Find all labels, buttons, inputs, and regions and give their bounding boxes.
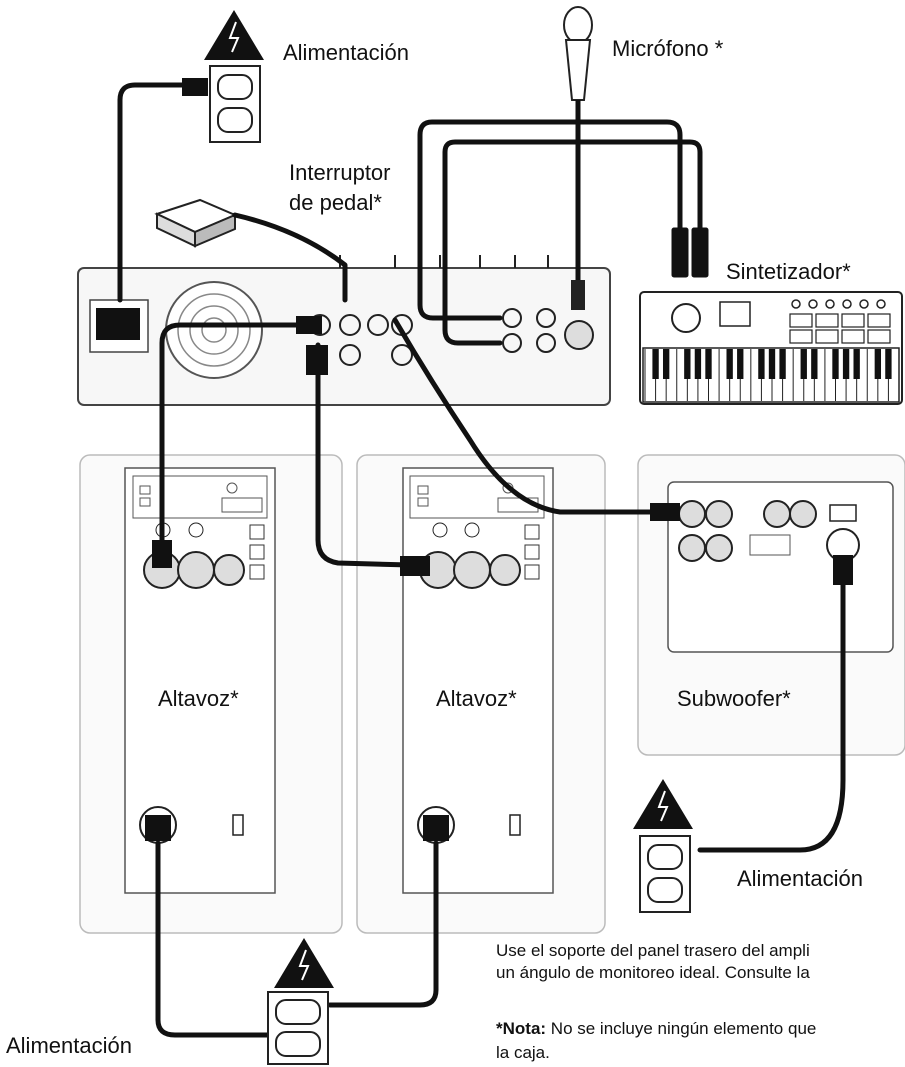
synth-black-key (832, 349, 839, 379)
label-subwoofer: Subwoofer* (677, 686, 791, 711)
synth-pad (867, 329, 891, 344)
synth-black-key (800, 349, 807, 379)
label-speaker-right: Altavoz* (436, 686, 517, 711)
synth-black-key (768, 349, 776, 379)
nota-bold: *Nota: (496, 1019, 547, 1038)
label-microphone: Micrófono * (612, 36, 724, 61)
label-synth: Sintetizador* (726, 259, 851, 284)
synth-pad (841, 329, 865, 344)
synth-black-key (705, 349, 712, 379)
synth-black-key (726, 349, 733, 379)
synth-pad (789, 329, 813, 344)
synth-knob (808, 299, 818, 309)
power-outlet-subwoofer (633, 779, 693, 913)
nota-line1: *Nota: No se incluye ningún elemento que (496, 1018, 816, 1040)
label-footswitch-line2: de pedal* (289, 190, 382, 215)
synth-black-key (652, 349, 659, 379)
synthesizer (639, 291, 903, 405)
synth-black-key (885, 349, 892, 379)
nota-line2: la caja. (496, 1043, 550, 1062)
label-power-top: Alimentación (283, 40, 409, 65)
power-outlet-top (204, 10, 264, 143)
label-speaker-left: Altavoz* (158, 686, 239, 711)
plugs (96, 78, 853, 841)
synth-knob (859, 299, 869, 309)
synth-pad (815, 313, 839, 328)
synth-knob (842, 299, 852, 309)
synth-knob (825, 299, 835, 309)
cables (117, 82, 846, 1038)
synth-knob (876, 299, 886, 309)
synth-black-key (662, 349, 670, 379)
note-line2: un ángulo de monitoreo ideal. Consulte l… (496, 963, 810, 982)
subwoofer (637, 454, 905, 756)
synth-pad (815, 329, 839, 344)
synth-black-key (694, 349, 702, 379)
synth-black-key (853, 349, 860, 379)
label-power-bottom: Alimentación (6, 1033, 132, 1058)
note-line1: Use el soporte del panel trasero del amp… (496, 941, 810, 960)
synth-black-key (874, 349, 882, 379)
mixer (77, 255, 611, 406)
synth-black-key (811, 349, 818, 379)
synth-knob (791, 299, 801, 309)
synth-pad (789, 313, 813, 328)
footswitch (154, 198, 238, 248)
synth-pad (867, 313, 891, 328)
label-power-subwoofer: Alimentación (737, 866, 863, 891)
microphone (563, 6, 593, 310)
synth-black-key (779, 349, 786, 379)
speaker-left (79, 454, 343, 934)
power-outlet-bottom (267, 938, 334, 1065)
nota-rest: No se incluye ningún elemento que (546, 1019, 817, 1038)
synth-black-key (842, 349, 850, 379)
synth-black-key (684, 349, 691, 379)
synth-pad (841, 313, 865, 328)
label-footswitch-line1: Interruptor (289, 160, 391, 185)
synth-black-key (758, 349, 765, 379)
synth-black-key (737, 349, 744, 379)
